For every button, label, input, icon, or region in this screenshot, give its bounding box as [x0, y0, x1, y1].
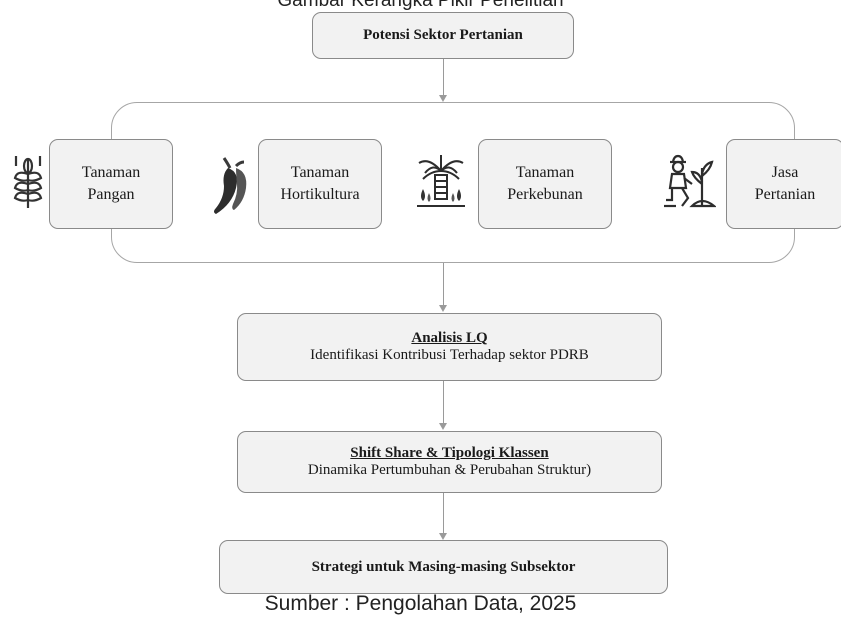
farmer-icon — [664, 154, 716, 208]
arrow-head — [439, 95, 447, 102]
potensi-label: Potensi Sektor Pertanian — [363, 27, 523, 43]
shift-share-box: Shift Share & Tipologi Klassen Dinamika … — [237, 431, 662, 493]
shift-share-title: Shift Share & Tipologi Klassen — [350, 445, 549, 461]
connector-line — [443, 493, 444, 534]
analisis-lq-title: Analisis LQ — [411, 330, 488, 346]
strategy-box: Strategi untuk Masing-masing Subsektor — [219, 540, 668, 594]
subsector-line2: Pertanian — [754, 186, 816, 203]
subsector-line1: Tanaman — [290, 164, 350, 181]
analisis-lq-box: Analisis LQ Identifikasi Kontribusi Terh… — [237, 313, 662, 381]
subsector-line1: Tanaman — [515, 164, 575, 181]
connector-line — [443, 59, 444, 96]
subsector-box-perkebunan: Tanaman Perkebunan — [478, 139, 612, 229]
subsector-line1: Jasa — [771, 164, 799, 181]
subsector-box-hortikultura: Tanaman Hortikultura — [258, 139, 382, 229]
subsector-box-jasa: Jasa Pertanian — [726, 139, 841, 229]
subsector-line2: Perkebunan — [507, 186, 583, 203]
connector-line — [443, 381, 444, 424]
connector-line — [443, 263, 444, 306]
strategy-label: Strategi untuk Masing-masing Subsektor — [311, 558, 576, 575]
arrow-head — [439, 423, 447, 430]
palm-tree-icon — [417, 155, 465, 207]
shift-share-desc: Dinamika Pertumbuhan & Perubahan Struktu… — [307, 462, 592, 478]
figure-title: Gambar Kerangka Pikir Penelitian — [277, 0, 564, 11]
analisis-lq-desc: Identifikasi Kontribusi Terhadap sektor … — [310, 347, 589, 363]
arrow-head — [439, 305, 447, 312]
source-caption: Sumber : Pengolahan Data, 2025 — [264, 592, 577, 615]
subsector-box-pangan: Tanaman Pangan — [49, 139, 173, 229]
wheat-icon — [13, 156, 43, 208]
subsector-line2: Hortikultura — [280, 186, 360, 203]
arrow-head — [439, 533, 447, 540]
subsector-line2: Pangan — [87, 186, 135, 203]
potensi-box: Potensi Sektor Pertanian — [312, 12, 574, 59]
chili-icon — [214, 157, 247, 214]
subsector-line1: Tanaman — [81, 164, 141, 181]
